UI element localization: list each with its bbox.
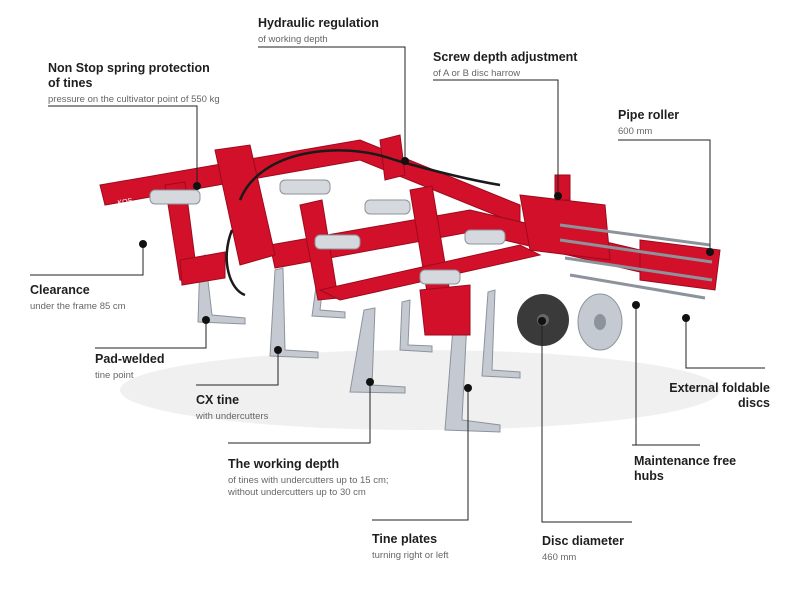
nonstop-title-1: Non Stop spring protection: [48, 61, 210, 75]
working-depth-sub-1: of tines with undercutters up to 15 cm;: [228, 475, 389, 486]
screw-depth-title: Screw depth adjustment: [433, 50, 578, 64]
hydraulic-regulation-title: Hydraulic regulation: [258, 16, 379, 30]
working-depth-label: The working depth of tines with undercut…: [228, 457, 389, 499]
nonstop-label: Non Stop spring protection of tines pres…: [48, 61, 220, 105]
external-discs-title-2: discs: [738, 396, 770, 410]
cx-tine-sub: with undercutters: [196, 411, 269, 422]
nonstop-sub: pressure on the cultivator point of 550 …: [48, 94, 220, 105]
frame-badge: KOS: [117, 197, 133, 207]
pad-welded-title: Pad-welded: [95, 352, 165, 366]
springs: [149, 179, 506, 285]
working-depth-sub-2: without undercutters up to 30 cm: [228, 487, 366, 499]
cx-tine-title: CX tine: [196, 393, 240, 407]
leader-lines: [30, 46, 765, 523]
pad-welded-sub: tine point: [95, 370, 134, 381]
leader-dots: [139, 157, 714, 392]
maintenance-hubs-title-1: Maintenance free: [634, 454, 737, 468]
working-depth-title: The working depth: [228, 457, 340, 471]
screw-depth-label: Screw depth adjustment of A or B disc ha…: [433, 50, 577, 79]
disc-diameter-label: Disc diameter 460 mm: [542, 534, 624, 563]
cx-tine-label: CX tine with undercutters: [196, 393, 268, 422]
pipe-roller-label: Pipe roller 600 mm: [618, 108, 679, 137]
maintenance-hubs-label: Maintenance free hubs: [634, 454, 736, 484]
pipe-roller: [559, 223, 713, 300]
disc-diameter-sub: 460 mm: [542, 552, 577, 563]
screw-depth-sub: of A or B disc harrow: [433, 68, 521, 79]
pipe-roller-sub: 600 mm: [618, 126, 653, 137]
disc-diameter-title: Disc diameter: [542, 534, 624, 548]
external-discs-title-1: External foldable: [669, 381, 770, 395]
pad-welded-label: Pad-welded tine point: [95, 352, 164, 381]
nonstop-title-2: of tines: [48, 76, 93, 90]
maintenance-hubs-title-2: hubs: [634, 469, 664, 483]
external-discs-label: External foldable discs: [669, 381, 770, 411]
pipe-roller-title: Pipe roller: [618, 108, 680, 122]
tine-plates-sub: turning right or left: [372, 550, 449, 561]
ground-shadow: [120, 350, 720, 430]
hydraulic-regulation-label: Hydraulic regulation of working depth: [258, 16, 379, 45]
clearance-label: Clearance under the frame 85 cm: [30, 283, 126, 312]
hydraulic-regulation-sub: of working depth: [258, 34, 328, 45]
clearance-sub: under the frame 85 cm: [30, 301, 126, 312]
tine-plates-title: Tine plates: [372, 532, 438, 546]
clearance-title: Clearance: [30, 283, 90, 297]
tine-plates-label: Tine plates turning right or left: [372, 532, 449, 561]
discs: [517, 293, 623, 351]
